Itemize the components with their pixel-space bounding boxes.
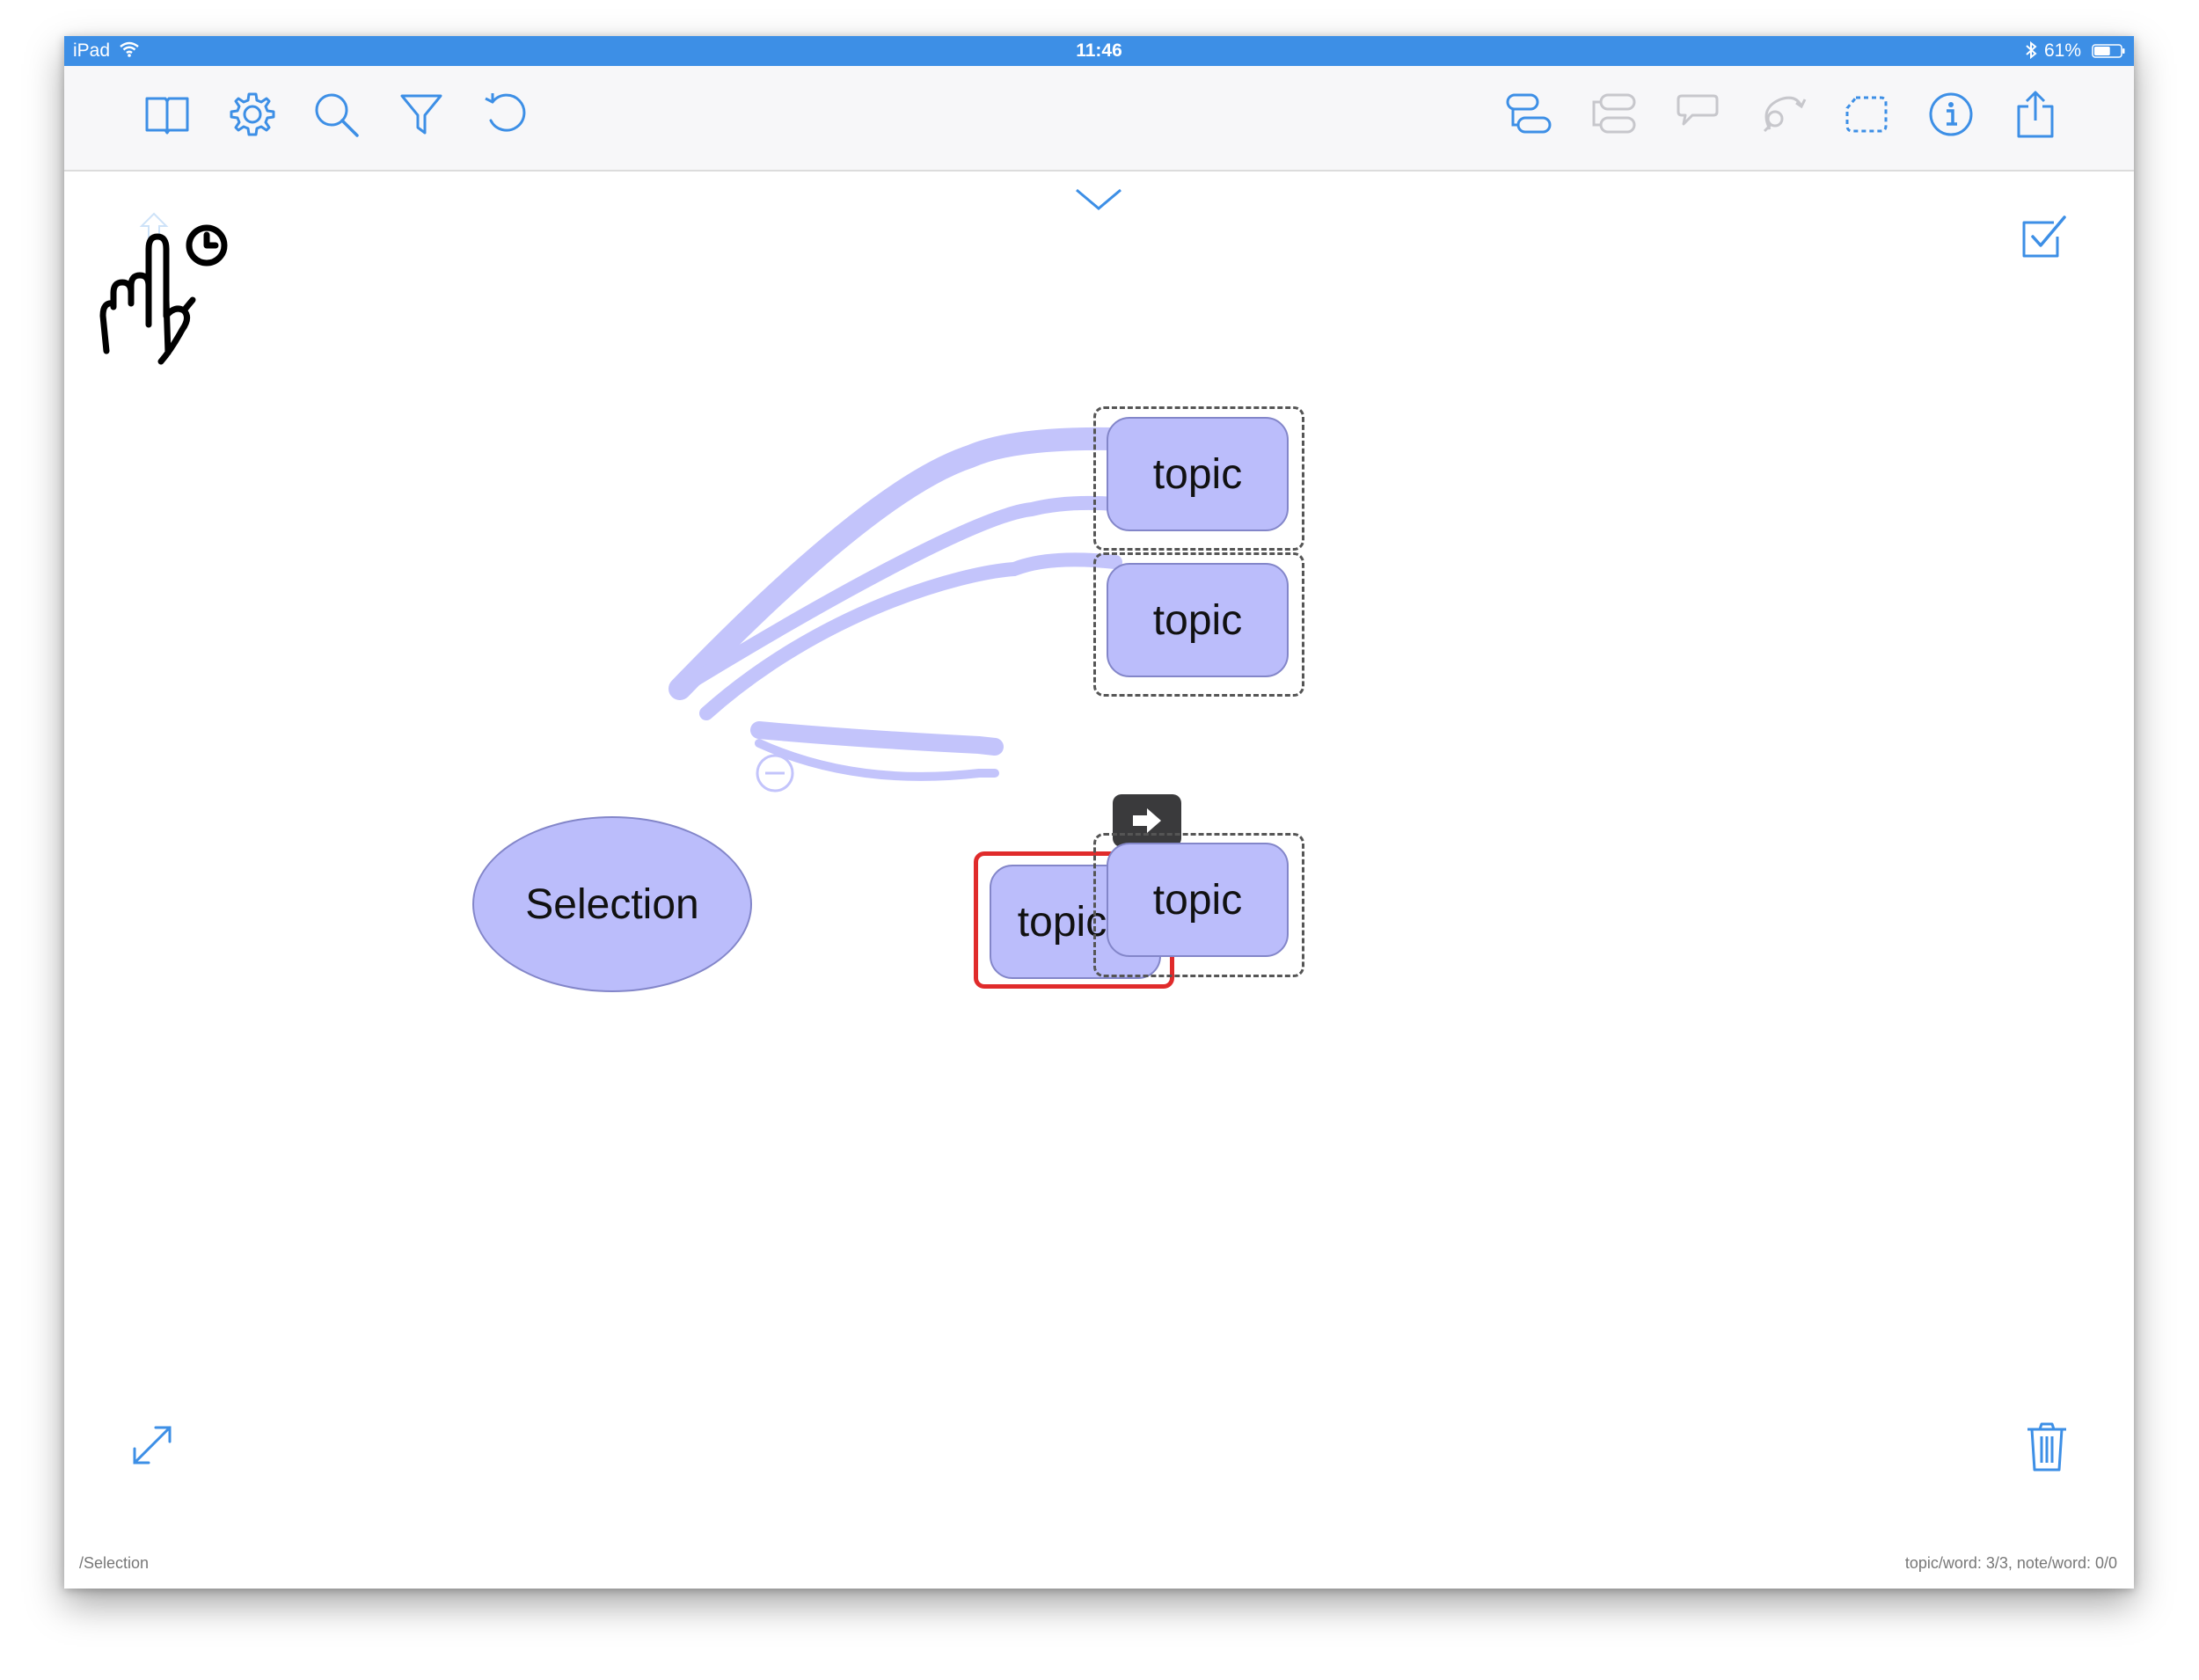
battery-percent: 61%	[2043, 40, 2081, 61]
map-canvas[interactable]: Selection topic topic topic	[64, 172, 2134, 1589]
topic-label: topic	[1152, 596, 1243, 644]
filter-icon[interactable]	[391, 84, 452, 145]
callout-icon[interactable]	[1667, 84, 1728, 145]
root-topic[interactable]: Selection	[472, 816, 752, 992]
collapse-branch-button[interactable]	[755, 753, 795, 793]
word-count-status: topic/word: 3/3, note/word: 0/0	[1904, 1554, 2117, 1572]
toolbar	[64, 66, 2134, 172]
search-icon[interactable]	[305, 84, 367, 145]
done-checkbox-icon[interactable]	[2019, 214, 2068, 263]
root-topic-label: Selection	[525, 880, 699, 928]
selection-outline	[1093, 552, 1304, 697]
info-icon[interactable]	[1920, 84, 1982, 145]
move-arrow-button[interactable]	[1113, 794, 1181, 847]
device-name: iPad	[73, 40, 111, 61]
topic-label: topic	[1017, 898, 1107, 946]
branch-lines	[668, 427, 1127, 781]
clock: 11:46	[1076, 40, 1122, 61]
breadcrumb-path: /Selection	[79, 1554, 150, 1572]
bluetooth-icon	[2025, 40, 2037, 65]
book-icon[interactable]	[136, 84, 198, 145]
topic-label: topic	[1152, 450, 1243, 498]
battery-icon	[2092, 44, 2125, 58]
topic-label: topic	[1152, 876, 1243, 924]
topic-node[interactable]: topic	[1107, 563, 1289, 677]
selection-outline	[1093, 406, 1304, 551]
trash-icon[interactable]	[2022, 1421, 2071, 1473]
long-press-gesture-icon	[99, 219, 240, 369]
undo-icon[interactable]	[476, 84, 537, 145]
status-bar: iPad 11:46 61%	[64, 36, 2134, 66]
add-child-icon[interactable]	[1498, 84, 1560, 145]
selection-outline	[1093, 833, 1304, 977]
collapse-toolbar-chevron-icon[interactable]	[1074, 187, 1123, 214]
wifi-icon	[119, 40, 140, 63]
share-icon[interactable]	[2005, 84, 2066, 145]
add-sibling-icon[interactable]	[1582, 84, 1644, 145]
topic-node[interactable]: topic	[1107, 843, 1289, 957]
relationship-icon[interactable]	[1751, 84, 1813, 145]
gear-icon[interactable]	[222, 84, 283, 145]
app-window: iPad 11:46 61%	[64, 36, 2134, 1589]
topic-node[interactable]: topic	[1107, 417, 1289, 531]
boundary-icon[interactable]	[1836, 84, 1897, 145]
expand-icon[interactable]	[128, 1421, 177, 1470]
